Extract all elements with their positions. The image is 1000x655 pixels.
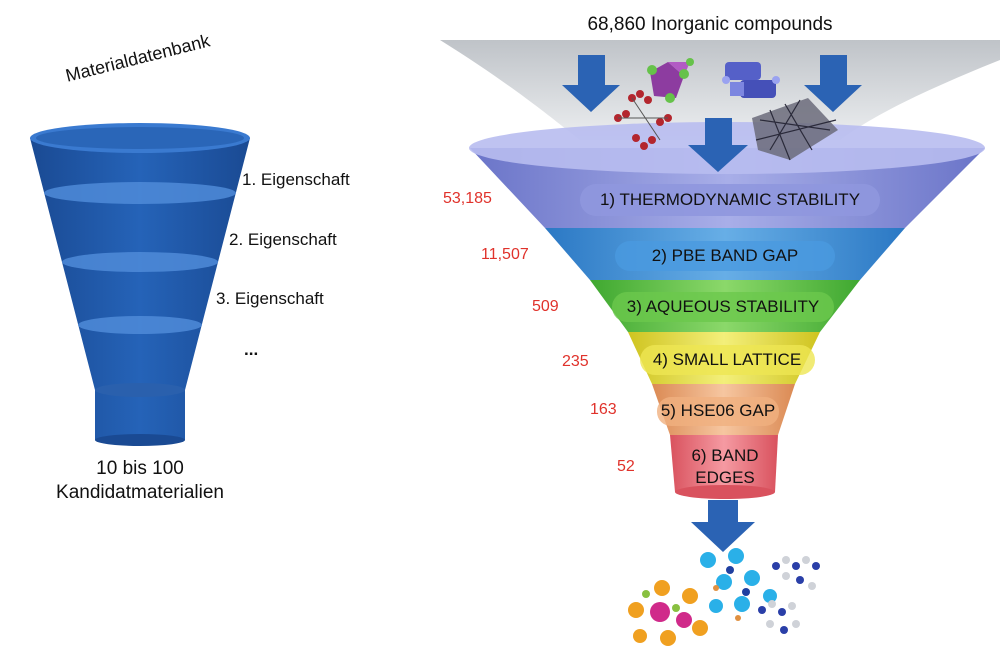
orange-cluster-icon [628,580,708,646]
left-funnel-rim [36,127,244,149]
stage-3-count: 509 [532,298,559,315]
arrow-center [688,118,748,172]
property-2-label: 2. Eigenschaft [229,230,337,249]
stage-2-count: 11,507 [481,246,529,263]
left-funnel-output-line1: 10 bis 100 [96,458,184,479]
stage-6-label-line1: 6) BAND [691,446,759,465]
cyan-cluster-icon [700,548,777,621]
left-funnel-band-3 [78,316,202,334]
blue-framework-icon [722,62,780,98]
property-3-label: 3. Eigenschaft [216,289,324,308]
property-1-label: 1. Eigenschaft [242,170,350,189]
stage-2-label: 2) PBE BAND GAP [651,246,799,265]
output-molecules [628,548,820,646]
left-funnel-output-line2: Kandidatmaterialien [56,482,224,503]
stage-4-label: 4) SMALL LATTICE [652,350,802,369]
left-funnel-body [30,138,250,440]
left-funnel-band-1 [44,182,236,204]
funnel-bottom [675,485,775,499]
input-label: 68,860 Inorganic compounds [587,14,833,35]
stage-6-count: 52 [617,458,635,475]
stage-6-label-line2: EDGES [695,468,755,487]
stage-3-plate [612,292,834,322]
stage-1-count: 53,185 [443,190,492,207]
arrow-output [691,500,755,552]
mesh-crystal-icon [752,98,838,161]
right-funnel [440,40,1000,499]
stage-5-label: 5) HSE06 GAP [660,401,776,420]
purple-crystal-icon [647,58,694,103]
stage-3-label: 3) AQUEOUS STABILITY [626,297,820,316]
left-funnel-spout [95,434,185,446]
stage-4-count: 235 [562,353,589,370]
stage-1-label: 1) THERMODYNAMIC STABILITY [599,190,861,209]
arrow-left [562,55,620,112]
left-funnel-band-2 [62,252,218,272]
red-cluster-icon [614,90,672,150]
left-funnel [30,123,250,446]
input-arrows [562,55,862,552]
chain-molecule-icon [758,556,820,634]
property-ellipsis: ... [244,340,259,359]
stage-2-plate [615,241,835,271]
stage-6-band [670,435,778,492]
stage-1-plate [580,184,880,216]
left-funnel-neck [95,383,185,397]
stage-5-plate [657,397,779,426]
input-molecules [614,58,838,161]
arrow-right [804,55,862,112]
stage-4-plate [640,345,815,375]
stage-5-count: 163 [590,401,617,418]
